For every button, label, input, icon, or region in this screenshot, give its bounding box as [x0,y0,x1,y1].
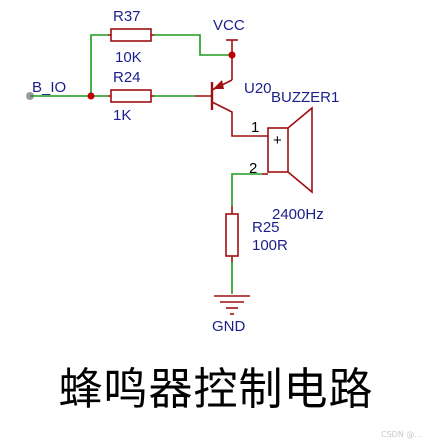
r25-value: 100R [252,237,288,254]
r24-value: 1K [113,107,131,124]
r37-value: 10K [115,49,142,66]
pin2-wire [231,173,262,206]
r25-ref: R25 [252,219,280,236]
resistor-r37: R37 10K [108,8,154,66]
net-label-input: B_IO [32,79,66,96]
feedback-wire [90,34,108,96]
ground-symbol [214,295,250,315]
r37-ref: R37 [113,8,141,25]
net-label-vcc: VCC [213,17,245,34]
u20-ref: U20 [244,80,272,97]
net-label-ground: GND [212,318,246,335]
junction-dot-input [87,92,95,100]
buzzer-pin1: 1 [251,119,259,136]
buzzer-freq: 2400Hz [272,206,324,223]
watermark-text: CSDN @... [381,430,422,439]
transistor-u20: U20 [195,79,272,128]
buzzer-polarity: + [273,132,282,149]
buzzer-pin2: 2 [249,160,257,177]
resistor-r24: R24 1K [108,69,154,124]
buzzer-ref: BUZZER1 [271,89,339,106]
junction-dot-vcc [228,51,236,59]
resistor-r25: R25 100R [225,206,288,262]
collector-wire [231,128,268,137]
buzzer-symbol: + 1 2 BUZZER1 2400Hz [249,89,339,223]
r24-ref: R24 [113,69,141,86]
diagram-caption: 蜂鸣器控制电路 [58,364,374,415]
r37-to-vcc-wire [154,34,232,56]
